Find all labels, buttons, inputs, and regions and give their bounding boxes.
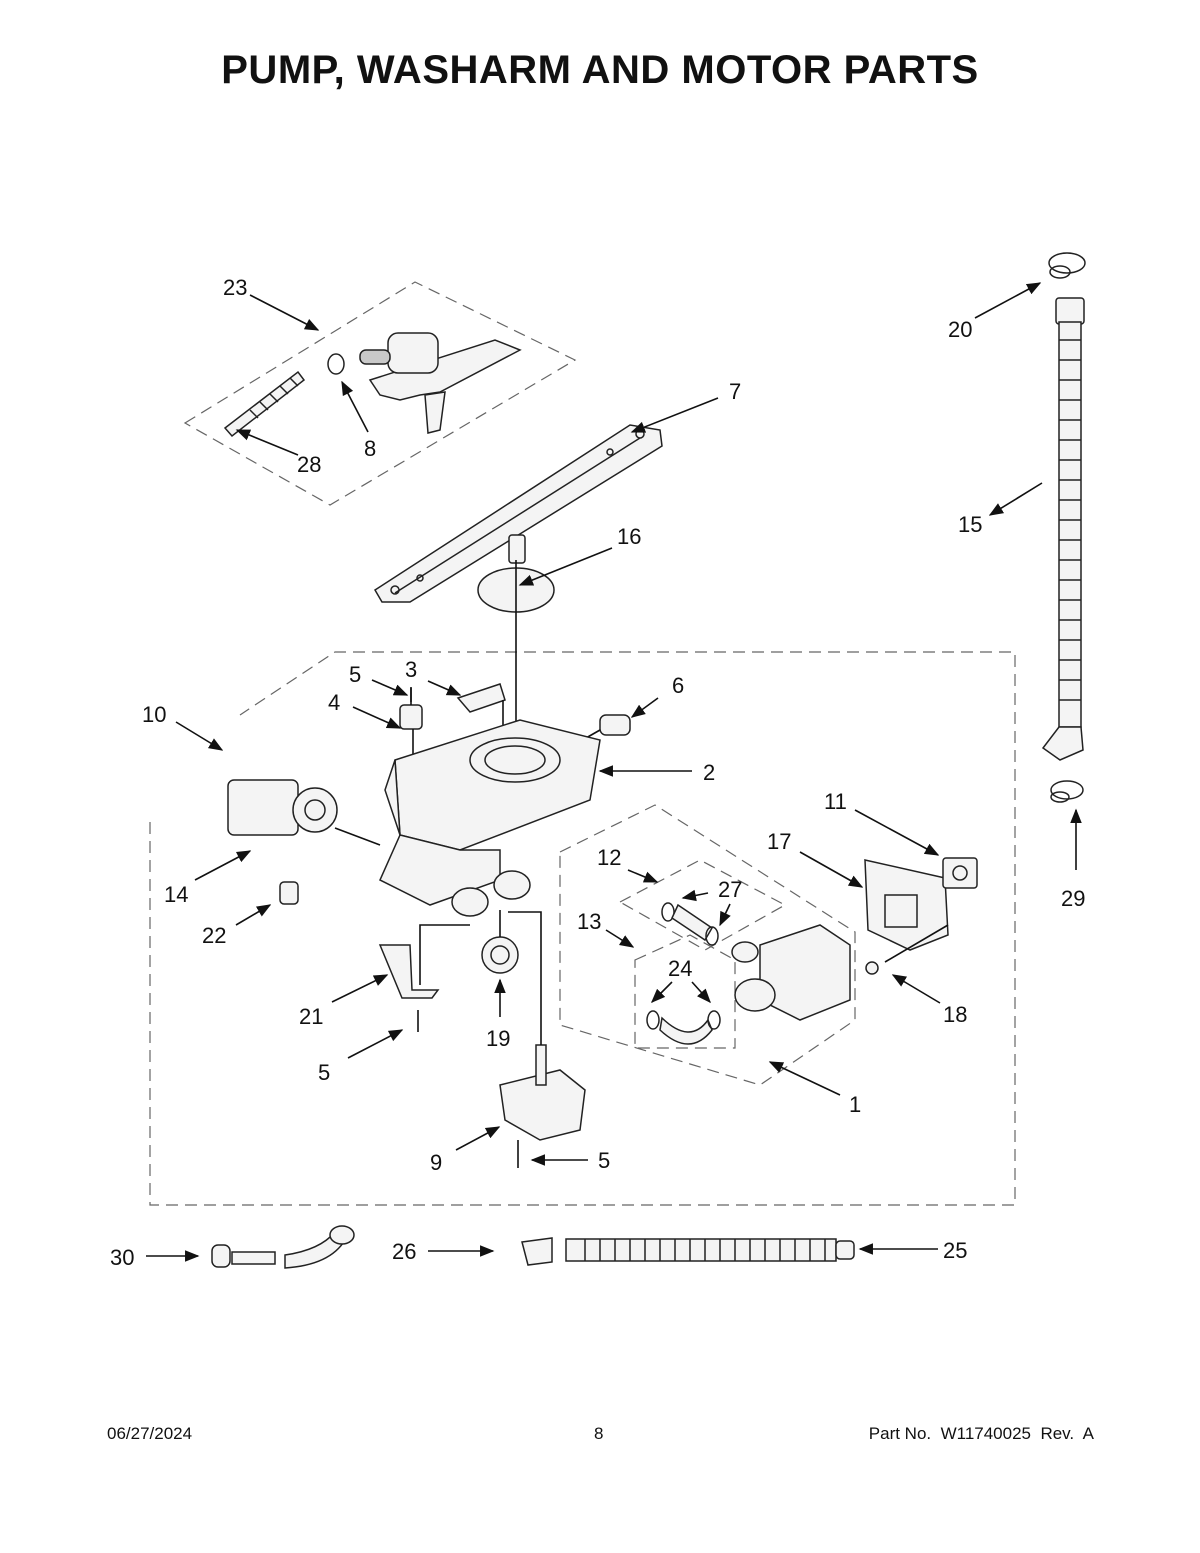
page-title: PUMP, WASHARM AND MOTOR PARTS xyxy=(221,48,979,92)
part-7-wash-arm xyxy=(373,424,663,603)
footer-part-number: Part No. W11740025 Rev. A xyxy=(868,1424,1094,1443)
part-28-hose xyxy=(223,370,306,438)
callout-5-top: 5 xyxy=(349,662,361,687)
callout-13: 13 xyxy=(577,909,601,934)
callout-14: 14 xyxy=(164,882,188,907)
callout-18: 18 xyxy=(943,1002,967,1027)
callout-22: 22 xyxy=(202,923,226,948)
part-24-elbow-kit xyxy=(646,1010,721,1045)
callout-26: 26 xyxy=(392,1239,416,1264)
callout-10: 10 xyxy=(142,702,166,727)
callout-9: 9 xyxy=(430,1150,442,1175)
callout-15: 15 xyxy=(958,512,982,537)
callout-5-bottom: 5 xyxy=(598,1148,610,1173)
callout-11: 11 xyxy=(824,789,847,814)
callout-24: 24 xyxy=(668,956,692,981)
callout-20: 20 xyxy=(948,317,972,342)
callout-30: 30 xyxy=(110,1245,134,1270)
callout-28: 28 xyxy=(297,452,321,477)
callout-12: 12 xyxy=(597,845,621,870)
callout-25: 25 xyxy=(943,1238,967,1263)
callout-labels: 23 8 28 7 16 15 20 29 10 5 4 3 6 2 11 17… xyxy=(110,275,1085,1270)
part-22-cap xyxy=(279,881,299,905)
callout-27: 27 xyxy=(718,877,742,902)
callout-2: 2 xyxy=(703,760,715,785)
part-18-screw xyxy=(865,961,879,975)
part-9-heater-pump xyxy=(499,911,586,1168)
part-14-motor xyxy=(227,779,381,846)
part-19-sensor xyxy=(481,910,519,974)
part-23-valve-bracket xyxy=(359,332,522,434)
part-30-hose xyxy=(211,1225,355,1269)
footer-page-number: 8 xyxy=(594,1424,604,1443)
part-27-hose-kit xyxy=(661,902,719,946)
group-outlines xyxy=(149,281,1016,1206)
part-11-bracket xyxy=(942,857,978,889)
callout-3: 3 xyxy=(405,657,417,682)
part-17-shield xyxy=(864,859,949,963)
footer-date: 06/27/2024 xyxy=(107,1424,193,1443)
callout-23: 23 xyxy=(223,275,247,300)
callout-7: 7 xyxy=(729,379,741,404)
part-25-fill-hose xyxy=(565,1238,855,1262)
part-21-bracket xyxy=(378,924,470,999)
part-5-screws xyxy=(410,688,419,1032)
callout-21: 21 xyxy=(299,1004,323,1029)
part-2-sump xyxy=(379,719,601,917)
callout-8: 8 xyxy=(364,436,376,461)
leader-arrows xyxy=(146,282,1082,1262)
callout-16: 16 xyxy=(617,524,641,549)
callout-29: 29 xyxy=(1061,886,1085,911)
part-26-clip xyxy=(521,1237,553,1266)
part-20-clamp xyxy=(1048,252,1086,279)
part-15-drain-hose xyxy=(1041,297,1085,761)
part-1-pump xyxy=(731,924,851,1021)
callout-17: 17 xyxy=(767,829,791,854)
callout-1: 1 xyxy=(849,1092,861,1117)
part-8-clamp xyxy=(327,353,345,375)
part-29-clamp xyxy=(1050,780,1084,803)
callout-5-middle: 5 xyxy=(318,1060,330,1085)
callout-6: 6 xyxy=(672,673,684,698)
callout-19: 19 xyxy=(486,1026,510,1051)
callout-4: 4 xyxy=(328,690,340,715)
